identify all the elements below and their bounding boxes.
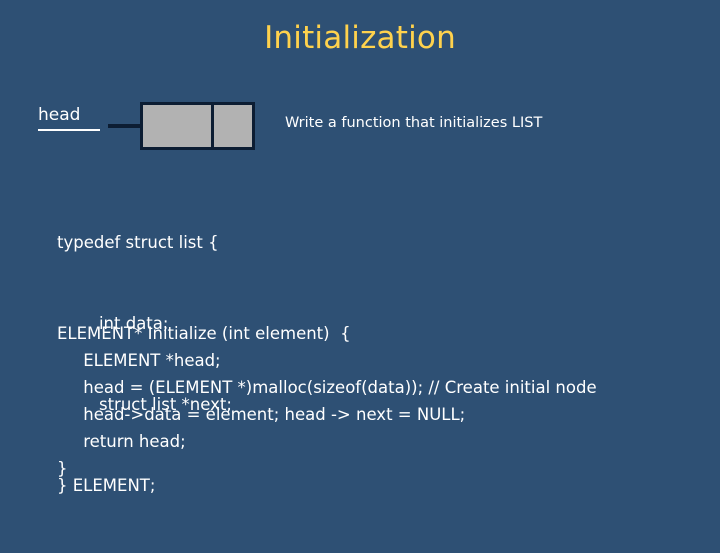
code-line: typedef struct list {	[57, 233, 219, 252]
code-line: return head;	[57, 432, 186, 451]
pointer-arrow-line	[108, 124, 156, 128]
code-line: head = (ELEMENT *)malloc(sizeof(data)); …	[57, 378, 597, 397]
page-title: Initialization	[264, 20, 456, 56]
code-line: head->data = element; head -> next = NUL…	[57, 405, 466, 424]
code-line: int data;	[57, 314, 169, 333]
code-line: ELEMENT *head;	[57, 351, 221, 370]
linked-list-diagram: head	[28, 98, 318, 156]
node-next-cell	[214, 105, 252, 147]
slide: Initialization head Write a function tha…	[28, 20, 657, 495]
typedef-code-block: typedef struct list { int data; struct l…	[57, 175, 232, 553]
head-pointer-label: head	[38, 105, 81, 125]
head-underline	[38, 129, 100, 131]
function-code-block: ELEMENT* Initialize (int element) { ELEM…	[57, 320, 657, 482]
code-line: }	[57, 459, 68, 478]
code-line: } ELEMENT;	[57, 476, 156, 495]
code-line: struct list *next;	[57, 395, 232, 414]
list-node-box	[140, 102, 255, 150]
node-data-cell	[143, 105, 214, 147]
instruction-text: Write a function that initializes LIST	[285, 115, 543, 131]
code-line: ELEMENT* Initialize (int element) {	[57, 324, 351, 343]
